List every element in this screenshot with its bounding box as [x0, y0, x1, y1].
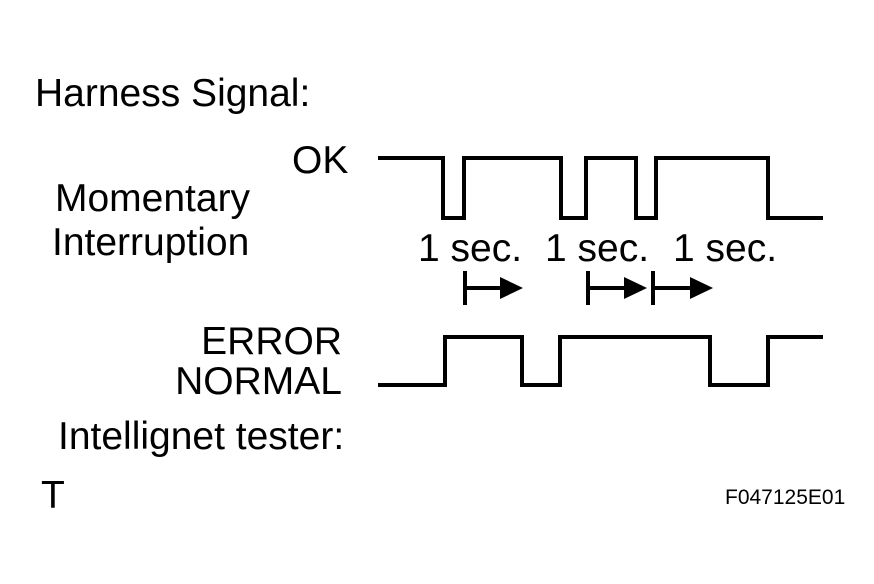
interval-label-1: 1 sec. — [418, 227, 523, 270]
ok-signal-waveform — [378, 156, 823, 220]
truncated-text-t: T — [41, 474, 65, 517]
arrowhead-right-icon — [500, 277, 523, 299]
error-signal-waveform — [378, 335, 823, 387]
tester-heading: Intellignet tester: — [58, 415, 345, 458]
interval-label-3: 1 sec. — [673, 227, 778, 270]
error-label: ERROR — [201, 320, 342, 363]
interval-marker-1 — [463, 271, 523, 305]
arrowhead-right-icon — [690, 277, 713, 299]
figure-code: F047125E01 — [725, 486, 846, 509]
interval-marker-2 — [586, 271, 647, 305]
harness-signal-heading: Harness Signal: — [35, 72, 311, 115]
interval-label-2: 1 sec. — [545, 227, 650, 270]
interval-marker-3 — [651, 271, 713, 305]
interruption-label: Interruption — [52, 221, 250, 264]
normal-label: NORMAL — [175, 360, 342, 403]
momentary-label: Momentary — [55, 177, 251, 220]
ok-label: OK — [292, 139, 349, 182]
arrowhead-right-icon — [624, 277, 647, 299]
